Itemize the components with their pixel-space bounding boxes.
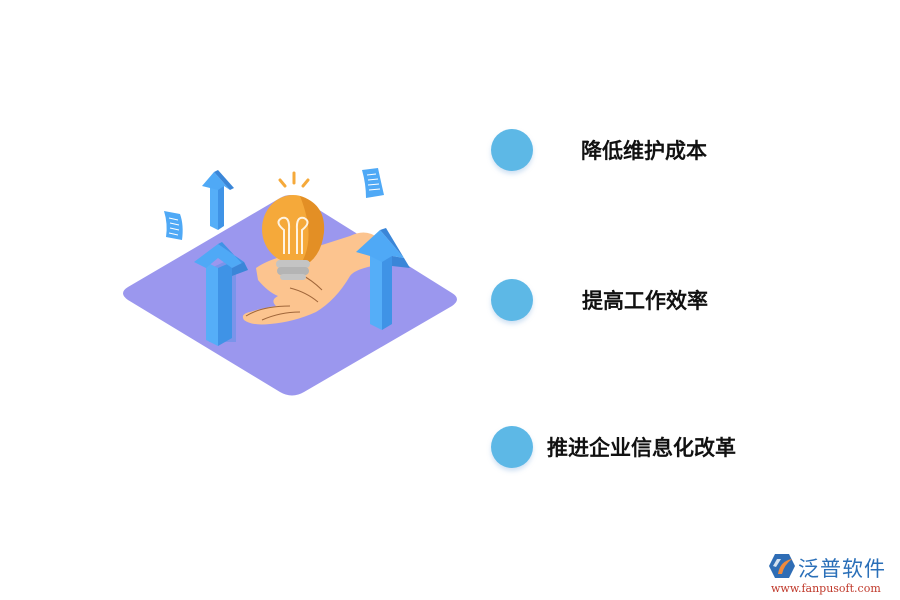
benefit-item-improve-efficiency: 提高工作效率 [491, 279, 708, 321]
document-icon [362, 168, 384, 198]
bullet-dot-icon [491, 279, 533, 321]
benefit-item-promote-informatization: 推进企业信息化改革 [491, 426, 736, 468]
benefit-label: 推进企业信息化改革 [547, 436, 736, 460]
bullet-dot-icon [491, 129, 533, 171]
bullet-dot-icon [491, 426, 533, 468]
lightbulb-icon [262, 171, 325, 280]
document-icon [164, 211, 183, 240]
brand-name: 泛普软件 [798, 557, 886, 581]
benefit-label: 降低维护成本 [581, 139, 707, 163]
brand-watermark: 泛普软件 www.fanpusoft.com [768, 552, 898, 598]
brand-url: www.fanpusoft.com [771, 582, 881, 595]
arrow-up-icon [202, 170, 234, 230]
benefit-label: 提高工作效率 [582, 289, 708, 313]
arrow-up-icon [194, 242, 248, 346]
arrow-up-icon [356, 228, 410, 330]
benefit-item-reduce-maintenance-cost: 降低维护成本 [491, 129, 707, 171]
brand-logo-icon [769, 554, 795, 578]
